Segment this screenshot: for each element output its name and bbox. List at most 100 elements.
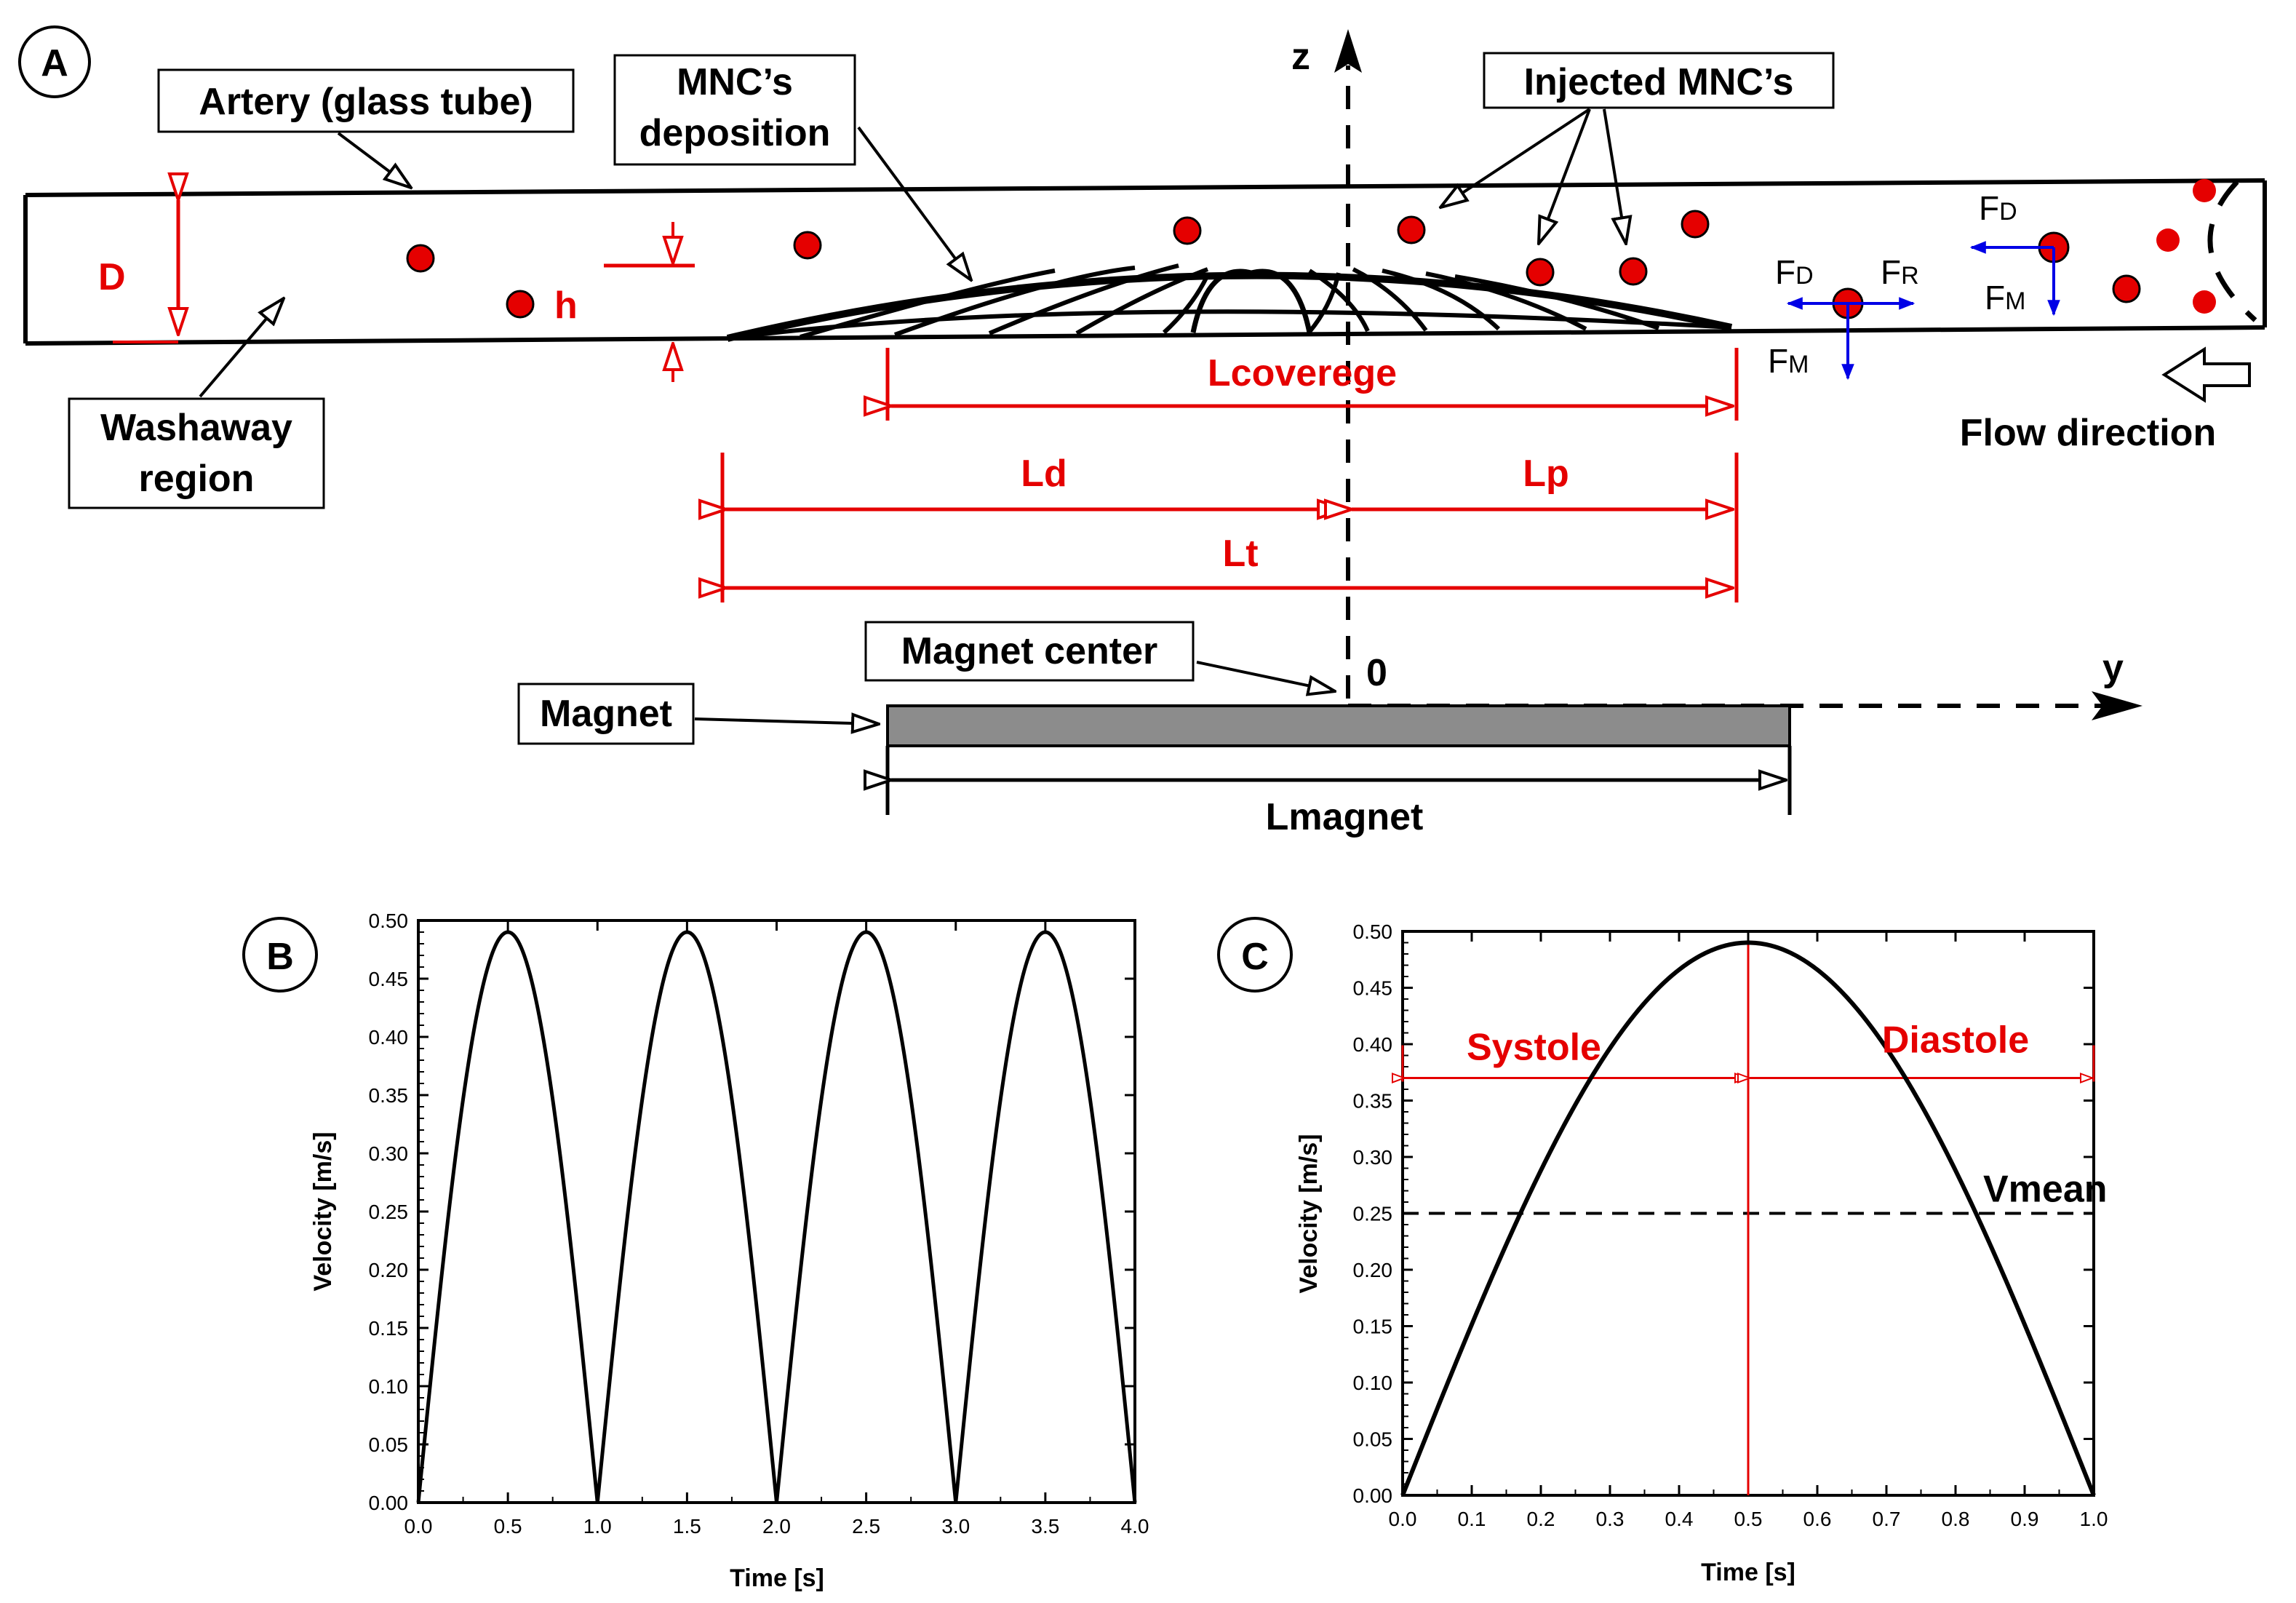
artery-callout: Artery (glass tube) (157, 68, 575, 188)
x-tick-label: 0.5 (494, 1515, 522, 1538)
y-tick-label: 0.15 (369, 1317, 409, 1340)
injected-callout: Injected MNC’s (1440, 52, 1835, 244)
velocity-profile-arc (2207, 180, 2257, 322)
x-tick-label: 0.1 (1458, 1508, 1486, 1530)
y-tick-label: 0.40 (369, 1026, 409, 1049)
lp-label: Lp (1523, 453, 1569, 495)
flow-direction-label: Flow direction (1960, 412, 2216, 454)
particle (793, 231, 822, 260)
particle (1526, 258, 1555, 287)
svg-text:FM: FM (1985, 279, 2025, 317)
y-tick-label: 0.50 (369, 910, 409, 932)
particle (2112, 274, 2141, 303)
systole-label: Systole (1467, 1027, 1601, 1069)
panel-a-badge: A (18, 25, 91, 98)
y-tick-label: 0.10 (1353, 1372, 1393, 1394)
lt-label: Lt (1222, 533, 1258, 575)
y-tick-label: 0.05 (369, 1433, 409, 1456)
deposition-label-line-1: MNC’s (677, 61, 793, 103)
x-tick-label: 3.5 (1031, 1515, 1059, 1538)
y-tick-label: 0.00 (369, 1492, 409, 1514)
particle (1619, 257, 1648, 286)
lmagnet-dimension: Lmagnet (888, 746, 1792, 838)
x-tick-label: 1.0 (583, 1515, 612, 1538)
y-axis-ticks: 0.000.050.100.150.200.250.300.350.400.45… (369, 910, 1135, 1514)
x-tick-label: 0.6 (1803, 1508, 1832, 1530)
y-tick-label: 0.15 (1353, 1316, 1393, 1338)
x-tick-label: 0.5 (1734, 1508, 1763, 1530)
y-tick-label: 0.00 (1353, 1484, 1393, 1507)
lmagnet-label: Lmagnet (1266, 796, 1424, 838)
x-tick-label: 2.5 (852, 1515, 880, 1538)
diameter-symbol: D (98, 256, 126, 298)
washaway-callout: Washaway region (68, 298, 325, 509)
y-axis-label: Velocity [m/s] (309, 1131, 337, 1291)
x-tick-label: 1.0 (2080, 1508, 2108, 1530)
panel-b-badge: B (242, 917, 318, 993)
x-axis-label: Time [s] (1701, 1559, 1795, 1586)
deposition-callout: MNC’s deposition (613, 54, 971, 280)
vmean-label: Vmean (1983, 1169, 2108, 1211)
particle (1681, 210, 1710, 239)
flow-direction: Flow direction (1960, 346, 2251, 454)
z-axis-label: z (1291, 36, 1310, 78)
particle (2156, 228, 2180, 252)
magnet-center-label: Magnet center (901, 630, 1158, 672)
injected-label: Injected MNC’s (1524, 61, 1794, 103)
plot-frame-b (417, 919, 1136, 1504)
x-tick-label: 1.5 (673, 1515, 701, 1538)
panel-a-schematic: A (18, 25, 2267, 838)
x-tick-label: 0.4 (1665, 1508, 1694, 1530)
x-axis-ticks: 0.0 0.5 1.0 1.5 2.0 2.5 3.0 3.5 4.0 (404, 920, 1149, 1538)
svg-text:FD: FD (1775, 253, 1814, 291)
diastole-label: Diastole (1882, 1019, 2029, 1062)
svg-text:FM: FM (1768, 342, 1809, 380)
coverage-label: Lcoverege (1208, 352, 1397, 394)
y-axis-label: y (2102, 647, 2124, 689)
y-tick-label: 0.50 (1353, 920, 1393, 943)
y-tick-label: 0.35 (369, 1084, 409, 1107)
deposition-label-line-2: deposition (639, 112, 831, 154)
panel-c-badge: C (1217, 917, 1293, 993)
y-axis-ticks: 0.000.050.100.150.200.250.300.350.400.45… (1353, 920, 2094, 1507)
origin-label: 0 (1366, 652, 1387, 694)
y-tick-label: 0.40 (1353, 1033, 1393, 1056)
length-dimensions: Ld Lp Lt (722, 453, 1739, 602)
x-tick-label: 0.2 (1527, 1508, 1555, 1530)
phase-arrows (1403, 1045, 2095, 1082)
velocity-curve (416, 930, 1137, 1503)
force-arrows (1786, 241, 2060, 381)
badge-b-text: B (266, 936, 294, 978)
y-tick-label: 0.30 (1353, 1146, 1393, 1169)
x-tick-label: 0.0 (1389, 1508, 1417, 1530)
height-dimension: h (554, 222, 695, 382)
x-tick-label: 0.7 (1873, 1508, 1901, 1530)
z-axis: z (1291, 29, 1362, 699)
artery-label: Artery (glass tube) (199, 81, 533, 123)
y-tick-label: 0.20 (369, 1259, 409, 1281)
svg-text:FR: FR (1881, 253, 1919, 291)
particle (406, 244, 435, 273)
washaway-label-line-2: region (139, 458, 255, 500)
y-tick-label: 0.20 (1353, 1259, 1393, 1281)
magnet-block (886, 704, 1791, 747)
x-tick-label: 0.9 (2011, 1508, 2039, 1530)
x-tick-label: 2.0 (762, 1515, 791, 1538)
height-symbol: h (554, 285, 578, 327)
magnet-center-callout: Magnet center (864, 621, 1335, 691)
x-axis-label: Time [s] (730, 1564, 824, 1592)
badge-c-text: C (1241, 936, 1269, 978)
x-tick-label: 0.8 (1942, 1508, 1970, 1530)
ld-label: Ld (1021, 453, 1067, 495)
x-tick-label: 3.0 (941, 1515, 970, 1538)
y-tick-label: 0.10 (369, 1375, 409, 1398)
force-labels: FD FR FM FD FM (1768, 189, 2025, 380)
x-tick-label: 0.0 (404, 1515, 433, 1538)
x-tick-label: 4.0 (1121, 1515, 1149, 1538)
particle (2193, 290, 2216, 314)
particle (1397, 215, 1426, 244)
y-tick-label: 0.35 (1353, 1090, 1393, 1113)
